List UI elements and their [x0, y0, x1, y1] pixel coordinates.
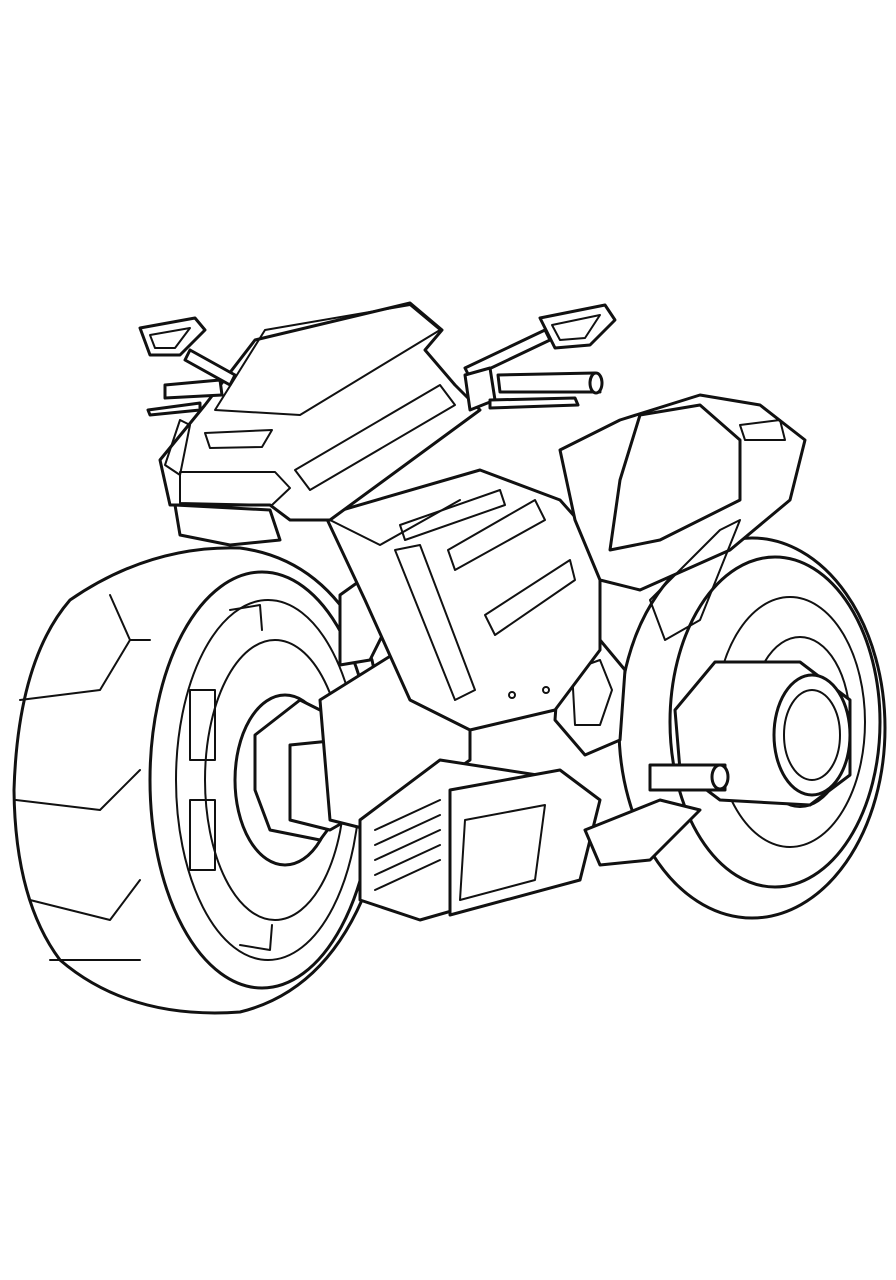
rear-hub	[583, 660, 852, 867]
front-cowl	[158, 301, 482, 547]
engine-body	[318, 638, 627, 922]
seat	[558, 393, 807, 641]
fuel-tank	[323, 468, 602, 732]
handlebars	[138, 303, 617, 417]
